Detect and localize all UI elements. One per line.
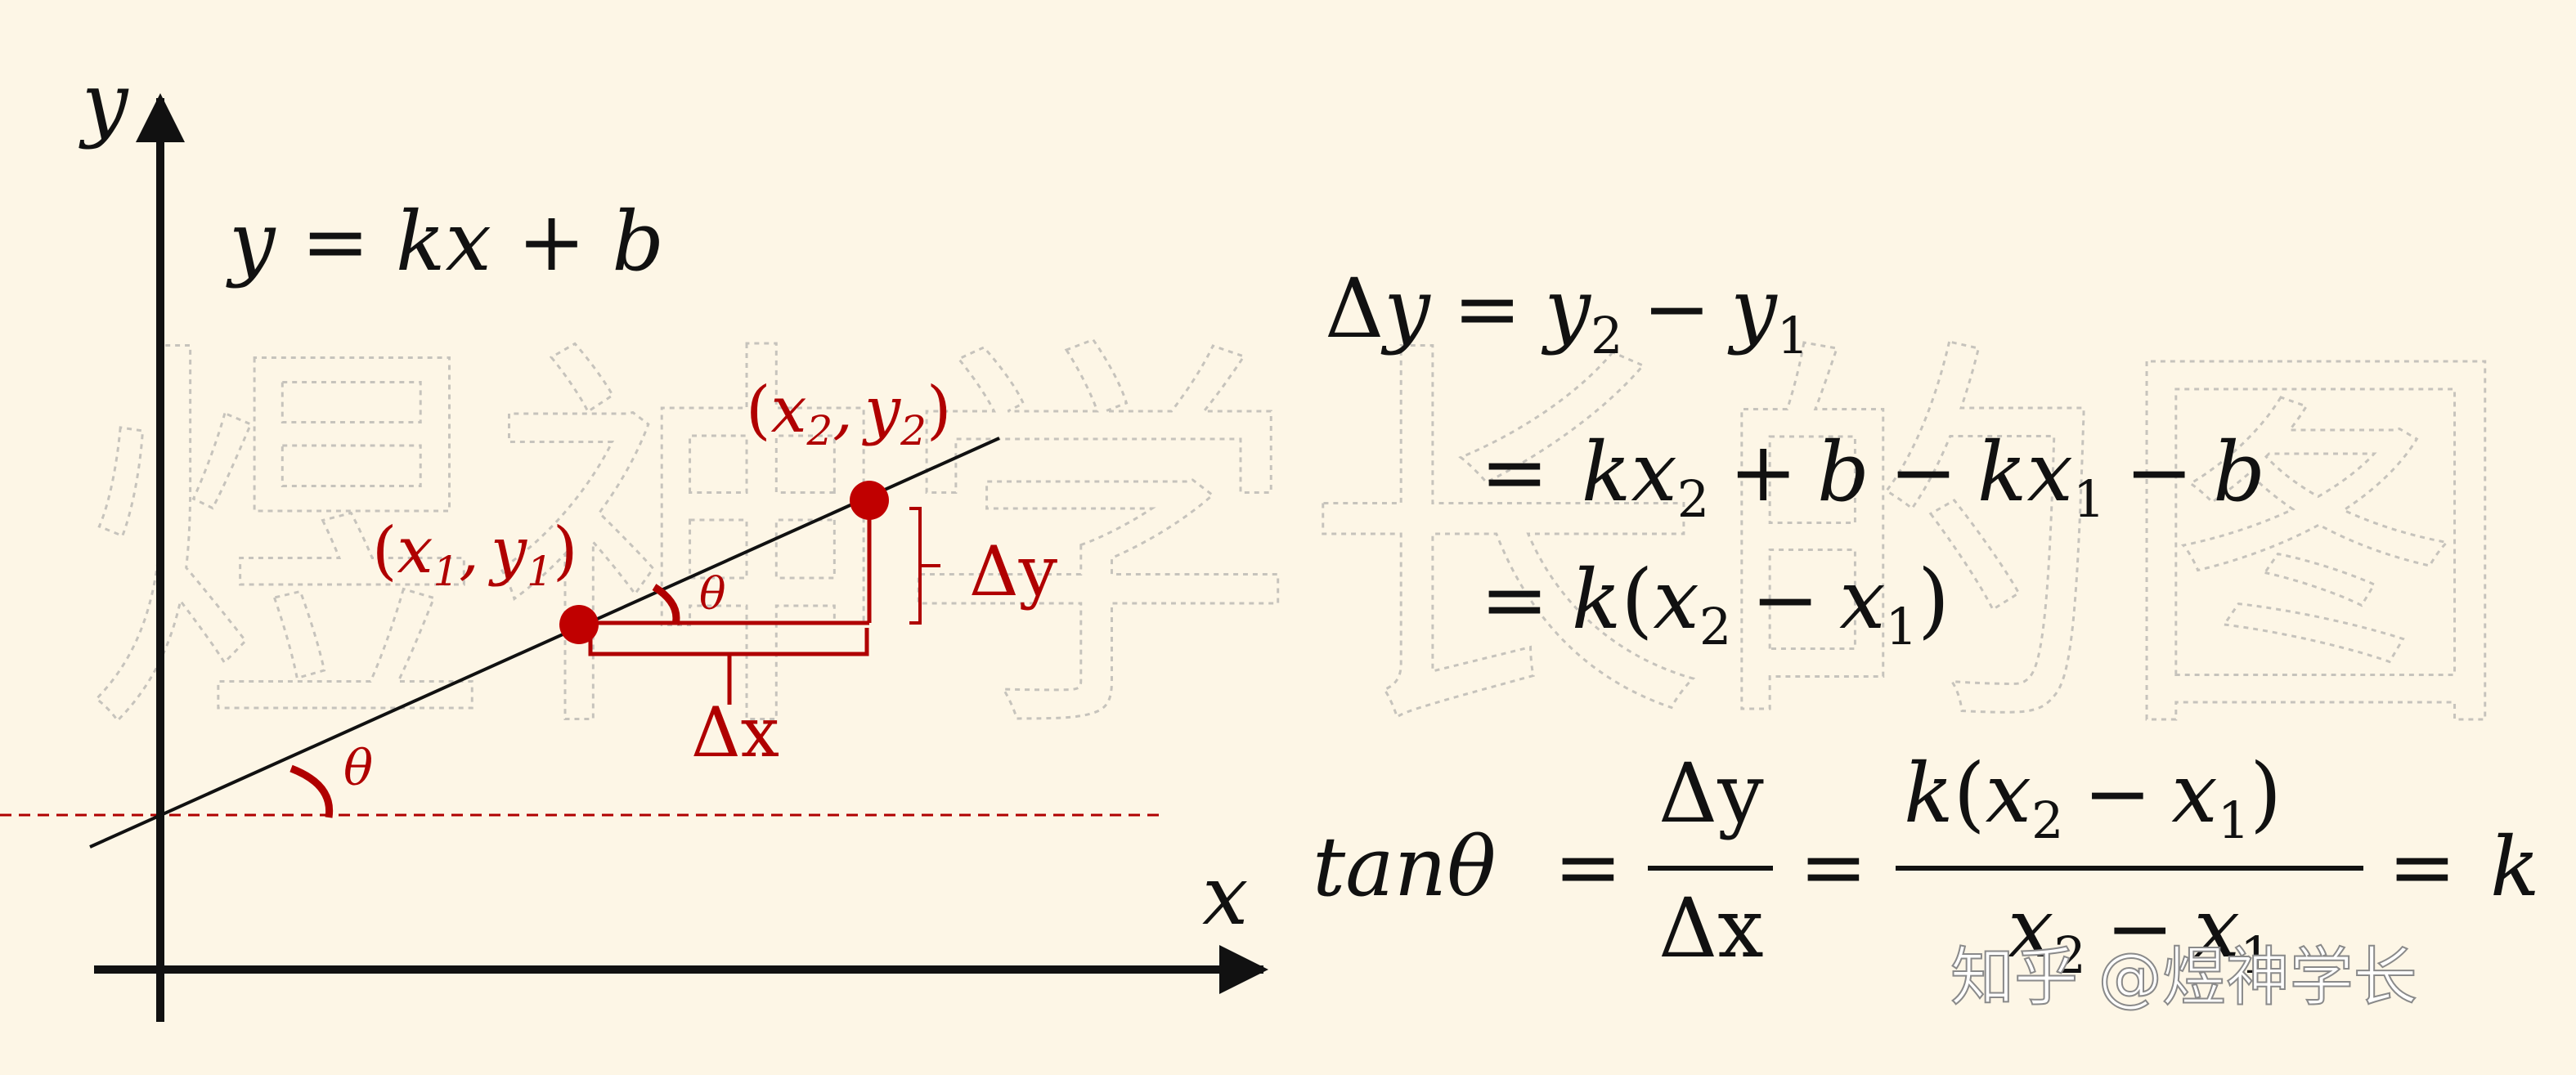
delta-x-label: Δx bbox=[691, 692, 779, 773]
point-2-marker bbox=[850, 481, 889, 520]
fraction-1-denominator: Δx bbox=[1658, 880, 1764, 976]
point-1-marker bbox=[559, 605, 599, 644]
theta-label-triangle: θ bbox=[699, 568, 726, 620]
credit-watermark: 知乎 @煜神学长 bbox=[1950, 941, 2417, 1015]
angle-arc-triangle bbox=[652, 584, 680, 626]
point-2-label: (x2,y2) bbox=[746, 374, 951, 455]
fraction-2-denominator: x2−x1 bbox=[2008, 880, 2273, 985]
fraction-2-numerator: k(x2−x1) bbox=[1904, 746, 2282, 850]
angle-arc-intercept bbox=[289, 764, 334, 818]
theta-label-intercept: θ bbox=[343, 740, 373, 797]
tan-equals-2: = bbox=[1799, 819, 1868, 915]
watermark-text: 煜神学长的图 bbox=[82, 307, 2519, 783]
x-axis-label: x bbox=[1202, 848, 1248, 943]
tan-rhs-k: k bbox=[2490, 819, 2540, 915]
delta-y-text: Δy bbox=[969, 531, 1058, 611]
y-axis-label: y bbox=[79, 55, 129, 150]
derivation-line-1: Δy=y2−y1 bbox=[1325, 261, 1809, 365]
derivation-line-3: =k(x2−x1) bbox=[1480, 552, 1950, 656]
line-equation: y = kx + b bbox=[226, 194, 664, 289]
tan-equals-1: = bbox=[1554, 819, 1622, 915]
tan-theta-lhs: tanθ bbox=[1313, 819, 1496, 915]
linear-function-line bbox=[89, 437, 1000, 849]
derivation-line-2: =kx2+b−kx1−b bbox=[1480, 424, 2265, 529]
point-1-label: (x1,y1) bbox=[372, 514, 577, 595]
delta-x-text: Δx bbox=[691, 692, 779, 773]
delta-y-label: Δy bbox=[969, 531, 1058, 611]
fraction-1-numerator: Δy bbox=[1658, 746, 1764, 841]
tan-equals-3: = bbox=[2388, 819, 2457, 915]
